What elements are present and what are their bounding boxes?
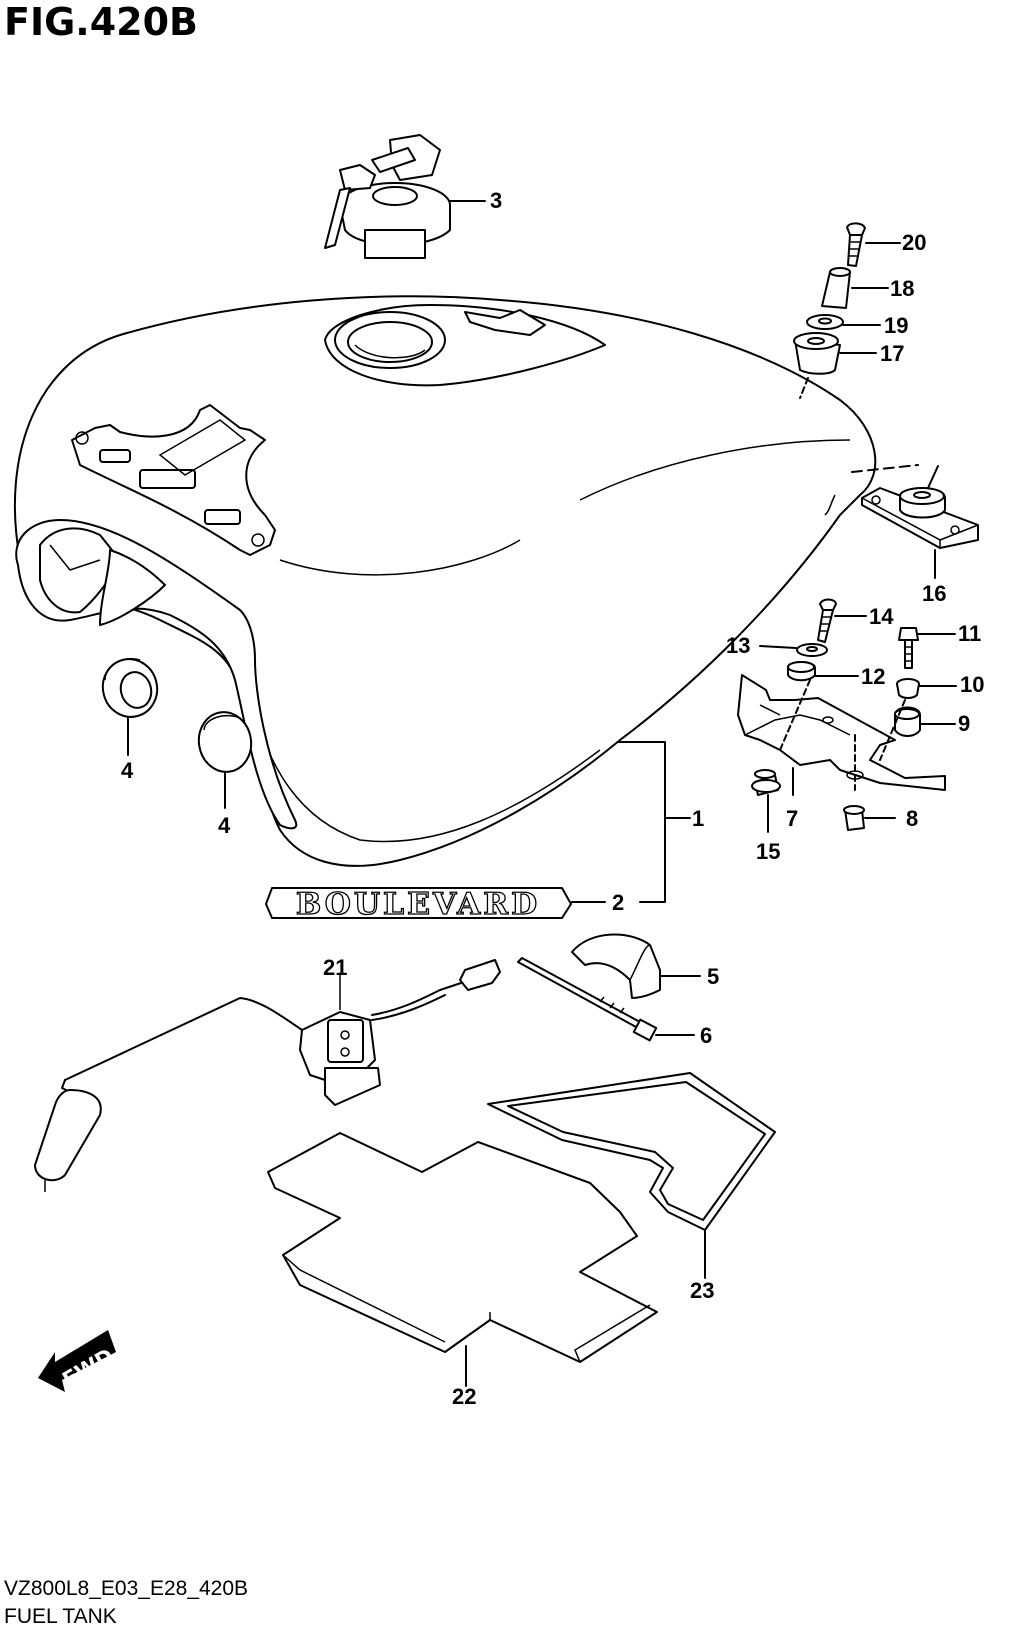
fuel-level-gauge <box>34 959 501 1192</box>
fuel-cap <box>324 134 486 259</box>
callout-15: 15 <box>756 839 780 864</box>
fuel-tank <box>13 295 877 867</box>
callout-2: 2 <box>612 890 624 915</box>
forward-arrow-icon: FWD <box>38 1330 118 1392</box>
callout-11: 11 <box>958 621 981 646</box>
figure-code: VZ800L8_E03_E28_420B <box>4 1577 249 1600</box>
callout-1: 1 <box>692 806 704 831</box>
emblem: BOULEVARD <box>265 886 572 923</box>
leader-1-2 <box>571 741 691 903</box>
callout-22: 22 <box>452 1384 476 1409</box>
callout-14: 14 <box>869 604 894 629</box>
callout-23: 23 <box>690 1278 714 1303</box>
callout-21: 21 <box>323 955 347 980</box>
callout-12: 12 <box>861 664 885 689</box>
rear-mount-cushion <box>851 464 979 579</box>
cushion-left-2 <box>197 711 253 809</box>
callout-13: 13 <box>726 633 750 658</box>
emblem-text: BOULEVARD <box>296 887 540 922</box>
callout-5: 5 <box>707 964 719 989</box>
callout-3: 3 <box>490 188 502 213</box>
callout-18: 18 <box>890 276 914 301</box>
seal <box>487 1072 776 1279</box>
figure-name: FUEL TANK <box>4 1605 117 1628</box>
callout-8: 8 <box>906 806 918 831</box>
callout-19: 19 <box>884 313 908 338</box>
figure-title: FIG.420B <box>4 0 199 44</box>
callout-6: 6 <box>700 1023 712 1048</box>
callout-17: 17 <box>880 341 904 366</box>
cushion-left-1 <box>101 658 159 756</box>
callout-4a: 4 <box>121 758 134 783</box>
callout-16: 16 <box>922 581 946 606</box>
callout-10: 10 <box>960 672 984 697</box>
heat-shield <box>267 1132 658 1387</box>
bracket-assembly <box>737 598 957 833</box>
callout-20: 20 <box>902 230 926 255</box>
callout-labels: 3 20 18 19 17 16 14 13 11 12 10 9 7 8 15… <box>121 188 984 1409</box>
callout-9: 9 <box>958 711 970 736</box>
callout-7: 7 <box>786 806 798 831</box>
clamp <box>517 957 695 1042</box>
callout-4b: 4 <box>218 813 231 838</box>
rear-mount-stack <box>793 222 901 399</box>
side-cushion <box>571 933 701 999</box>
